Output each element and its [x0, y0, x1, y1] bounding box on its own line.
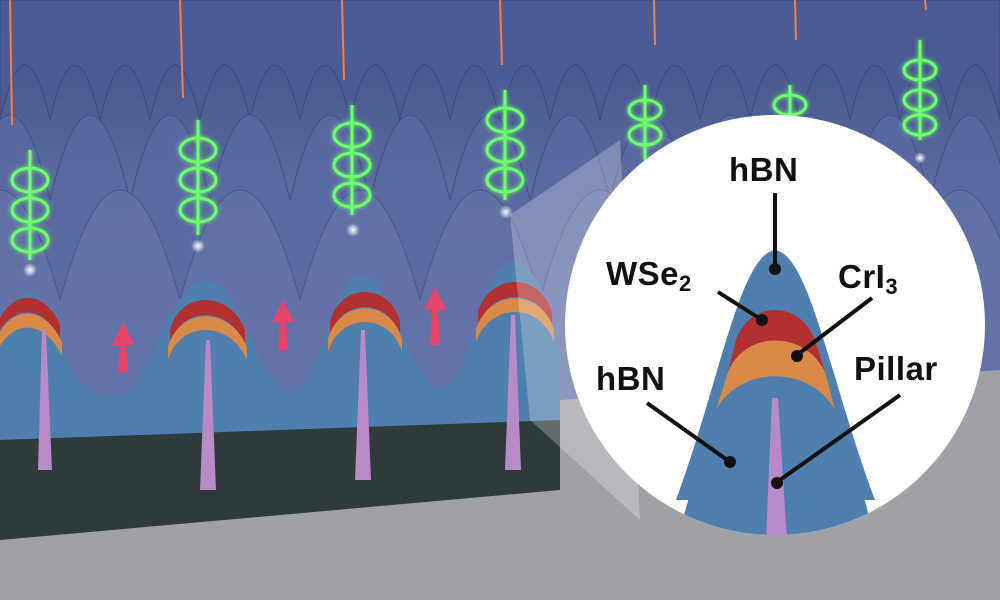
label-cri3-text: CrI	[838, 258, 886, 295]
emitter-dots	[23, 152, 926, 277]
front-cross-section	[0, 261, 560, 490]
laser-beam-icons	[9, 0, 927, 126]
label-cri3: CrI3	[838, 258, 898, 300]
label-pillar: Pillar	[854, 350, 938, 387]
photon-helix-icons	[10, 40, 938, 260]
label-wse2-text: WSe	[606, 255, 680, 292]
label-wse2-subscript: 2	[679, 271, 692, 296]
label-bottom-hbn: hBN	[596, 360, 666, 397]
label-cri3-subscript: 3	[885, 274, 899, 299]
inset-magnified-view	[565, 115, 985, 535]
label-wse2: WSe2	[606, 255, 692, 297]
spin-arrow-icons	[112, 287, 446, 372]
label-top-hbn: hBN	[729, 151, 799, 188]
